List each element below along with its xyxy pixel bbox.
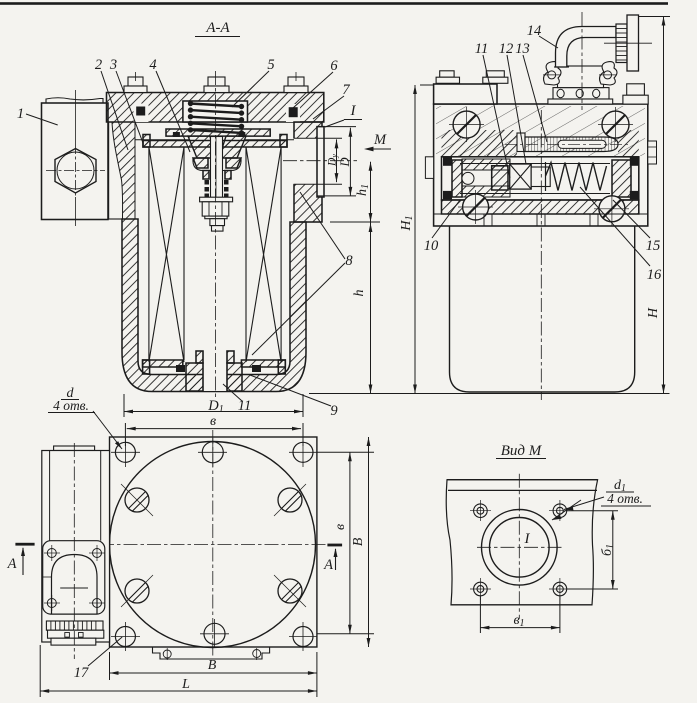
svg-text:A: A bbox=[7, 556, 17, 572]
svg-text:4 отв.: 4 отв. bbox=[607, 491, 643, 506]
svg-text:4: 4 bbox=[149, 57, 156, 73]
svg-text:14: 14 bbox=[527, 23, 542, 39]
svg-text:B: B bbox=[208, 658, 217, 673]
svg-text:H: H bbox=[646, 307, 661, 319]
svg-text:А-А: А-А bbox=[205, 20, 230, 36]
svg-text:15: 15 bbox=[646, 238, 661, 254]
svg-text:4 отв.: 4 отв. bbox=[53, 398, 89, 413]
svg-text:h: h bbox=[352, 290, 367, 297]
svg-text:17: 17 bbox=[74, 665, 89, 681]
svg-text:M: M bbox=[373, 132, 387, 148]
svg-text:11: 11 bbox=[238, 398, 251, 414]
svg-text:в1: в1 bbox=[513, 613, 524, 629]
svg-text:3: 3 bbox=[109, 57, 117, 73]
svg-text:A: A bbox=[323, 557, 333, 573]
svg-text:1: 1 bbox=[17, 106, 24, 122]
svg-text:7: 7 bbox=[342, 82, 350, 98]
svg-text:L: L bbox=[181, 677, 190, 692]
svg-text:Вид М: Вид М bbox=[501, 443, 543, 459]
svg-text:9: 9 bbox=[330, 403, 338, 419]
svg-text:2: 2 bbox=[95, 57, 102, 73]
svg-text:5: 5 bbox=[267, 57, 274, 73]
svg-text:I: I bbox=[524, 531, 531, 547]
svg-text:в: в bbox=[333, 524, 348, 530]
svg-text:12: 12 bbox=[499, 41, 514, 57]
svg-text:D: D bbox=[338, 157, 352, 167]
svg-text:10: 10 bbox=[424, 238, 439, 254]
svg-text:11: 11 bbox=[475, 41, 488, 57]
svg-text:B: B bbox=[351, 537, 366, 546]
svg-text:в: в bbox=[210, 414, 216, 429]
svg-text:6: 6 bbox=[330, 58, 338, 74]
svg-text:8: 8 bbox=[345, 253, 353, 269]
svg-text:16: 16 bbox=[647, 267, 662, 283]
svg-text:d: d bbox=[67, 386, 75, 401]
svg-text:Dу: Dу bbox=[327, 154, 340, 167]
svg-text:I: I bbox=[350, 103, 357, 119]
svg-text:13: 13 bbox=[515, 41, 530, 57]
